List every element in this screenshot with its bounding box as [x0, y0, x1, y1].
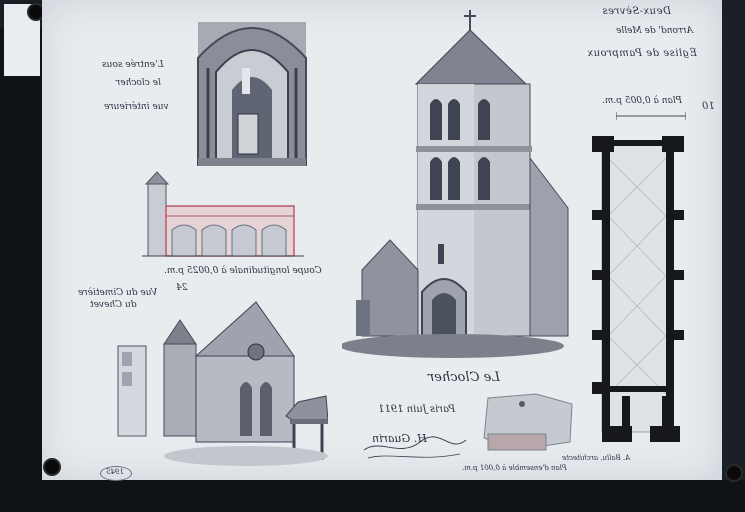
- background-right: [722, 0, 745, 480]
- place-date: Paris Juin 1911: [378, 404, 456, 415]
- longitudinal-section-drawing: [142, 171, 304, 257]
- pin-bottom-right: [725, 464, 743, 482]
- tower-caption: Le Clocher: [428, 370, 500, 385]
- plan-scale: Plan à 0,005 p.m.: [602, 96, 682, 106]
- entrance-caption-line1: L'entrée sous: [102, 60, 164, 70]
- ground-plan-drawing: [592, 136, 684, 442]
- stamp: 1945: [100, 466, 132, 481]
- sheet-number: 10: [702, 101, 715, 112]
- credit-line2: Plan d'ensemble à 0,001 p.m.: [462, 464, 567, 472]
- chevet-view-drawing: [117, 301, 328, 466]
- entrance-interior-drawing: [197, 22, 307, 166]
- drawing-sheet: Deux-Sèvres Arrond' de Melle Église de P…: [42, 0, 722, 481]
- entrance-caption-line2: le clocher: [116, 78, 161, 88]
- signature-flourish: [363, 436, 467, 459]
- site-plan-drawing: [483, 393, 573, 451]
- entrance-caption-line3: vue intérieure: [104, 102, 169, 112]
- pin-bottom-left: [43, 458, 61, 476]
- bell-tower-drawing: [342, 10, 569, 358]
- section-number: 24: [176, 283, 188, 293]
- section-caption: Coupe longitudinale à 0,0025 p.m.: [164, 266, 322, 276]
- header-line1: Deux-Sèvres: [602, 6, 671, 17]
- header-line3: Église de Pamproux: [587, 48, 697, 59]
- plan-scale-bar: [616, 112, 686, 120]
- header-line2: Arrond' de Melle: [616, 26, 693, 36]
- stamp-text: 1945: [106, 468, 124, 476]
